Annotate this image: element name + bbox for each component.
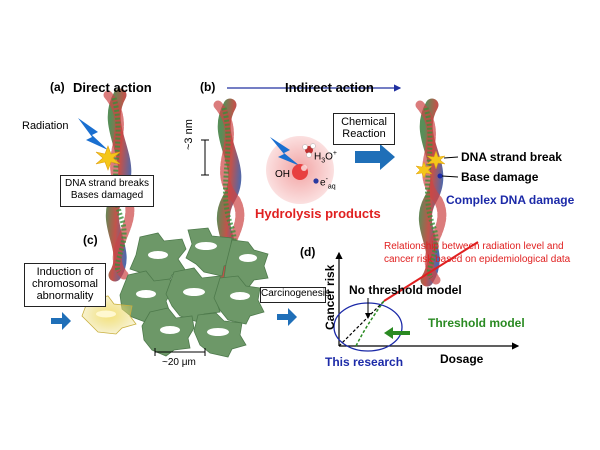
damage-spark-icon bbox=[95, 145, 121, 171]
relationship-line-1: Relationship between radiation level and bbox=[384, 241, 564, 252]
relationship-label: Relationship between radiation level and… bbox=[384, 240, 570, 266]
complex-dna-damage-label: Complex DNA damage bbox=[446, 193, 575, 207]
scale-3nm-label: ~3 nm bbox=[183, 119, 195, 150]
epidemiological-line bbox=[383, 241, 479, 302]
induction-line-3: abnormality bbox=[36, 290, 94, 302]
chemical-reaction-box: Chemical Reaction bbox=[333, 113, 395, 145]
eaq-label: e-aq bbox=[320, 176, 336, 190]
eaq-e: e bbox=[320, 177, 326, 189]
panel-b-label: (b) bbox=[200, 80, 216, 94]
no-threshold-model-label: No threshold model bbox=[349, 283, 462, 297]
radiation-label: Radiation bbox=[22, 120, 69, 132]
dna-strand-break-label: DNA strand break bbox=[461, 150, 562, 164]
oh-molecule-highlight bbox=[301, 165, 307, 171]
panel-a-title: Direct action bbox=[73, 80, 152, 95]
direct-damage-box: DNA strand breaks Bases damaged bbox=[60, 175, 154, 207]
reaction-line-2: Reaction bbox=[342, 128, 386, 140]
damage-line-2: Bases damaged bbox=[70, 190, 144, 201]
scale-20um-label: ~20 μm bbox=[162, 357, 196, 368]
base-damage-pointer bbox=[441, 175, 459, 178]
panel-b-title: Indirect action bbox=[285, 80, 374, 95]
cell-cluster bbox=[119, 227, 269, 358]
h-atom-icon bbox=[306, 152, 312, 158]
dosage-axis-label: Dosage bbox=[440, 352, 484, 366]
lightning-icon bbox=[270, 137, 300, 166]
lightning-icon bbox=[78, 118, 108, 150]
oh-label: OH bbox=[275, 169, 290, 180]
hydrolysis-products-label: Hydrolysis products bbox=[255, 206, 381, 221]
eaq-sub: aq bbox=[327, 183, 336, 191]
carcinogenesis-box: Carcinogenesis bbox=[260, 287, 330, 303]
threshold-model-label: Threshold model bbox=[428, 316, 525, 330]
damage-spark-icon bbox=[415, 161, 433, 179]
threshold-pointer bbox=[384, 327, 410, 339]
reaction-arrow bbox=[355, 144, 395, 170]
base-damage-marker bbox=[437, 173, 443, 179]
h3o-label: H3O+ bbox=[314, 150, 337, 164]
induction-arrow bbox=[51, 312, 71, 330]
reaction-line-1: Chemical bbox=[341, 116, 387, 128]
induction-line-1: Induction of bbox=[36, 266, 94, 278]
carcinogenesis-arrow bbox=[277, 308, 297, 326]
panel-a-label: (a) bbox=[50, 80, 65, 94]
panel-d-label: (d) bbox=[300, 245, 316, 259]
damage-line-1: DNA strand breaks bbox=[65, 178, 149, 189]
h3o-o: O bbox=[325, 151, 333, 163]
h3o-h: H bbox=[314, 151, 322, 163]
eaq-sup: - bbox=[325, 176, 328, 183]
cancer-risk-axis-label: Cancer risk bbox=[323, 264, 337, 330]
h-atom-icon bbox=[302, 144, 308, 150]
relationship-line-2: cancer risk based on epidemiological dat… bbox=[384, 254, 571, 265]
threshold-curve bbox=[355, 300, 385, 347]
electron-icon bbox=[313, 178, 319, 184]
base-damage-label: Base damage bbox=[461, 170, 539, 184]
h-atom-icon bbox=[310, 143, 316, 149]
h3o-sub: 3 bbox=[321, 157, 326, 165]
cell-nuclei bbox=[136, 242, 257, 336]
chromosomal-abnormality-box: Induction of chromosomal abnormality bbox=[24, 263, 106, 307]
strand-break-pointer bbox=[443, 156, 459, 159]
induction-line-2: chromosomal bbox=[31, 278, 99, 290]
damage-spark-icon bbox=[426, 150, 446, 170]
no-threshold-curve bbox=[338, 300, 385, 347]
this-research-label: This research bbox=[325, 355, 404, 369]
panel-c-label: (c) bbox=[83, 233, 98, 247]
h3o-sup: + bbox=[332, 150, 338, 157]
dna-helix-b-right bbox=[415, 98, 447, 287]
